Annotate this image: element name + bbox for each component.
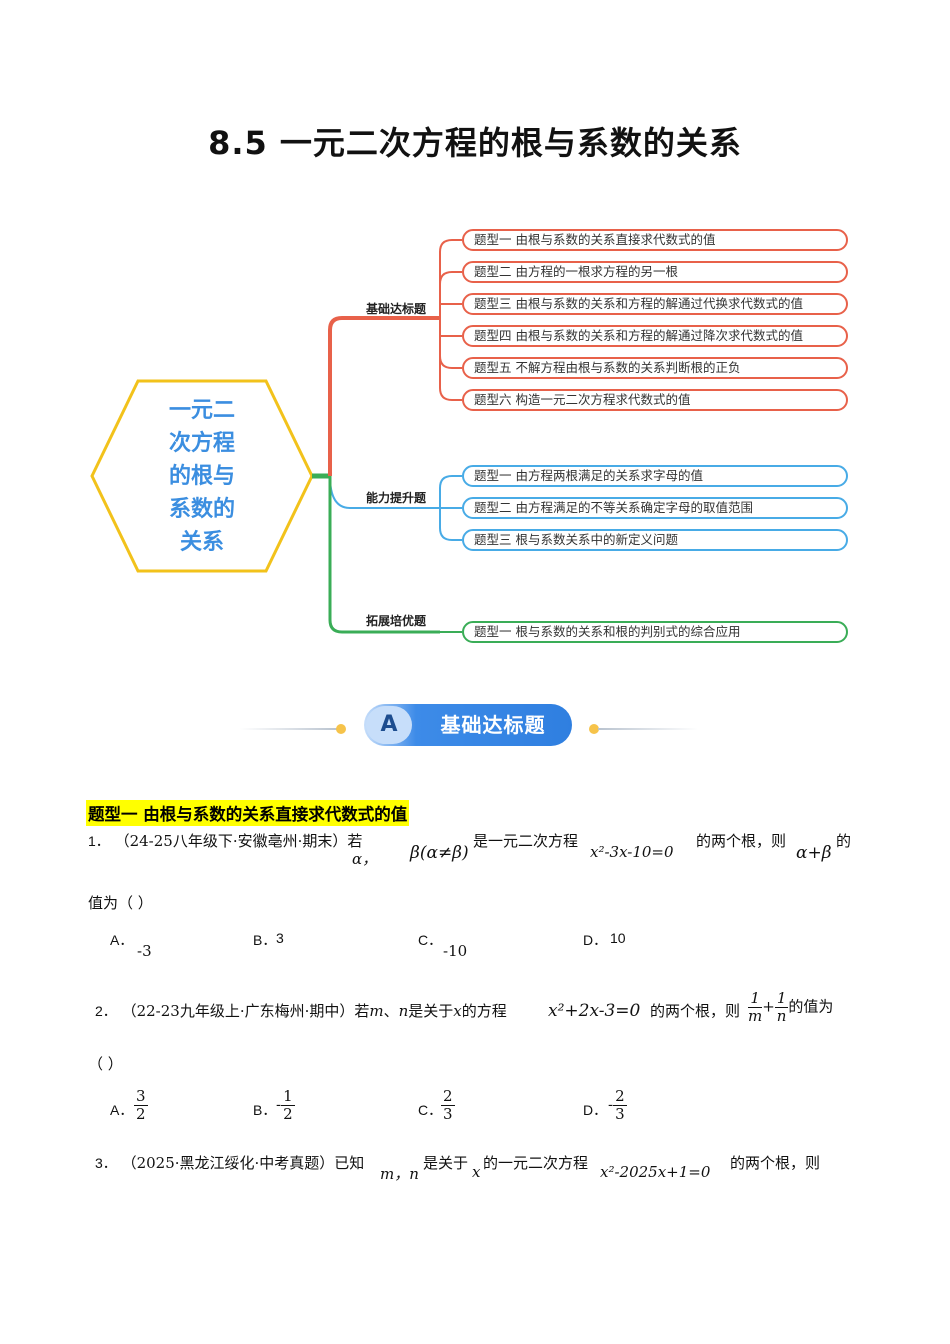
option-a-label[interactable]: A． [110,1102,134,1118]
option-a-value: -3 [137,942,152,960]
var-n: n [398,1002,409,1020]
question-1-line-1: 1． （24-25八年级下·安徽亳州·期末）若 [88,830,362,851]
option-a-label[interactable]: A． [110,932,134,948]
question-1-text: 的两个根，则 [696,832,787,850]
branch-connector-red [328,316,440,476]
question-number: 3． [95,1155,117,1171]
denominator: 3 [615,1105,625,1123]
question-type-heading: 题型一 由根与系数的关系直接求代数式的值 [86,800,410,826]
sign: - [276,1095,282,1114]
question-2-text: 的值为 [788,997,834,1016]
sign: - [608,1095,614,1114]
topic-node: 题型三 根与系数关系中的新定义问题 [462,529,848,551]
option-d-value: 10 [610,930,626,946]
option-b-value: 3 [276,930,284,946]
alpha-symbol: α， [352,850,378,868]
center-node-text: 一元二 次方程 的根与 系数的 关系 [150,394,254,559]
topic-node: 题型二 由方程的一根求方程的另一根 [462,261,848,283]
question-3-text: 的两个根，则 [730,1154,821,1172]
center-line: 关系 [179,530,224,555]
numerator: 2 [441,1087,455,1106]
section-banner-title: 基础达标题 [440,713,546,737]
question-2-line-1: 2． （22-23九年级上·广东梅州·期中）若m、n是关于x的方程 [95,1000,507,1021]
topic-node: 题型二 由方程满足的不等关系确定字母的取值范围 [462,497,848,519]
branch-connector-green [328,476,440,634]
option-b-label[interactable]: B． [253,932,277,948]
topic-node: 题型五 不解方程由根与系数的关系判断根的正负 [462,357,848,379]
separator: 、 [383,1002,399,1020]
numerator: 2 [613,1087,627,1106]
topic-node: 题型一 由方程两根满足的关系求字母的值 [462,465,848,487]
beta-condition: β(α≠β) [410,843,469,863]
question-2-text: 的方程 [461,1002,507,1020]
expression: α+β [796,843,832,863]
question-3-text: 的一元二次方程 [483,1154,589,1172]
equation: x²-2025x+1=0 [600,1163,711,1181]
question-source: （22-23九年级上·广东梅州·期中）若 [121,1002,370,1020]
center-line: 的根与 [168,464,235,489]
var-x: x [472,1163,481,1181]
question-2-line-2: （ ） [88,1055,123,1073]
numerator: 1 [774,989,789,1008]
question-number: 2． [95,1003,117,1019]
question-3-line-1: 3． （2025·黑龙江绥化·中考真题）已知 [95,1152,364,1173]
branch-label-extension: 拓展培优题 [366,614,427,628]
topic-node: 题型一 根与系数的关系和根的判别式的综合应用 [462,621,848,643]
question-2-text: 是关于 [408,1002,454,1020]
question-source: （24-25八年级下·安徽亳州·期末）若 [114,832,363,850]
center-line: 系数的 [168,497,235,522]
option-c-label[interactable]: C． [418,932,443,948]
denominator: m [748,1007,763,1025]
question-3-text: 是关于 [423,1154,469,1172]
var-m: m [369,1002,384,1020]
topic-node: 题型四 由根与系数的关系和方程的解通过降次求代数式的值 [462,325,848,347]
denominator: 3 [443,1105,453,1123]
branch-label-advanced: 能力提升题 [366,491,427,505]
question-1-text: 是一元二次方程 [473,832,579,850]
center-line: 一元二 [168,398,235,423]
numerator: 3 [134,1087,148,1106]
question-source: （2025·黑龙江绥化·中考真题）已知 [121,1154,365,1172]
question-1-line-2: 值为（ ） [88,894,153,912]
denominator: 2 [136,1105,146,1123]
numerator: 1 [748,990,763,1008]
option-d-label[interactable]: D． [583,1102,608,1118]
branch-label-basic: 基础达标题 [366,302,427,316]
denominator: 2 [283,1105,293,1123]
topic-node: 题型一 由根与系数的关系直接求代数式的值 [462,229,848,251]
option-c-value: -10 [443,942,468,960]
section-banner-decoration [240,724,698,734]
question-2-text: 的两个根，则 [650,1002,741,1020]
option-d-label[interactable]: D． [583,932,608,948]
option-b-label[interactable]: B． [253,1102,277,1118]
center-line: 次方程 [168,431,235,456]
center-hexagon [90,379,314,573]
section-letter-badge: A [366,706,412,744]
option-c-label[interactable]: C． [418,1102,443,1118]
page-title: 8.5 一元二次方程的根与系数的关系 [208,124,742,162]
mindmap-diagram [90,239,462,634]
equation: x²+2x-3=0 [548,1001,641,1021]
equation: x²-3x-10=0 [590,843,674,861]
denominator: n [776,1007,787,1025]
vars-m-n: m，n [380,1165,419,1183]
plus-sign: + [762,997,775,1016]
var-x: x [453,1002,462,1020]
question-number: 1． [88,833,110,849]
question-1-text: 的 [836,832,852,850]
topic-node: 题型三 由根与系数的关系和方程的解通过代换求代数式的值 [462,293,848,315]
numerator: 1 [281,1087,295,1106]
topic-node: 题型六 构造一元二次方程求代数式的值 [462,389,848,411]
